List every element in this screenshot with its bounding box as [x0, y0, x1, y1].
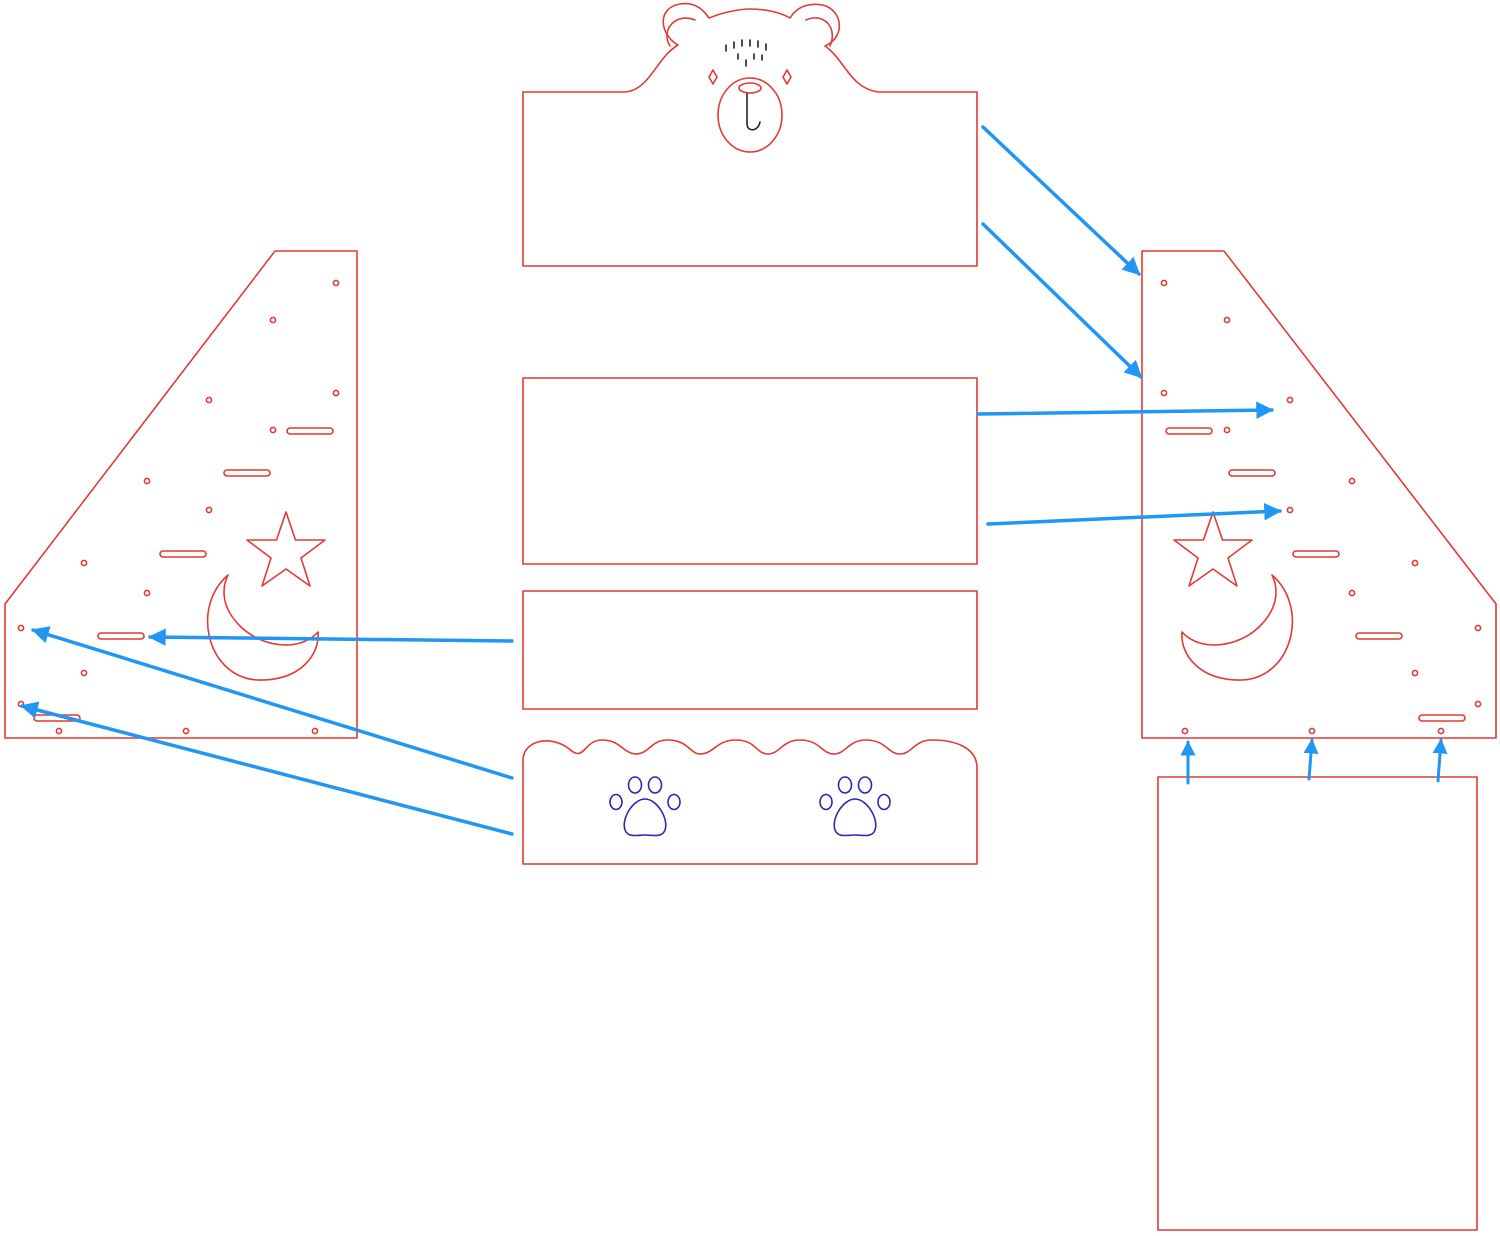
left-panel-slots	[33, 427, 334, 722]
arrow-icon	[986, 502, 1282, 526]
bear-mouth	[746, 93, 761, 131]
bear-muzzle	[717, 77, 783, 153]
bear-right-eye	[782, 69, 792, 85]
bear-nose	[738, 82, 762, 94]
bear-head-back-panel	[522, 2, 978, 267]
left-panel-holes	[17, 279, 340, 735]
bear-forehead-marks	[725, 39, 767, 67]
bear-left-inner-ear	[666, 17, 696, 47]
assembly-arrows	[20, 125, 1448, 836]
scalloped-panel-outline	[522, 739, 978, 865]
arrow-icon	[1303, 738, 1319, 781]
right-panel-outline	[1141, 250, 1497, 739]
arrow-icon	[981, 125, 1141, 276]
middle-shelf-panel	[522, 377, 978, 565]
arrow-icon	[31, 626, 514, 780]
arrow-icon	[981, 222, 1143, 379]
arrow-icon	[20, 701, 514, 836]
bear-panel-outline	[522, 2, 978, 267]
lower-shelf-panel	[522, 590, 978, 710]
star-icon	[246, 511, 326, 587]
scalloped-front-panel	[522, 739, 978, 865]
arrow-icon	[976, 401, 1274, 419]
left-panel-outline	[4, 250, 358, 739]
arrow-icon	[148, 628, 514, 646]
paw-print-icon	[609, 776, 681, 837]
bear-right-inner-ear	[805, 17, 833, 47]
crescent-moon-icon	[1181, 574, 1294, 681]
right-panel-holes	[1160, 279, 1482, 735]
star-icon	[1173, 511, 1253, 587]
bottom-base-panel	[1157, 776, 1478, 1231]
right-side-panel	[1141, 250, 1497, 739]
crescent-moon-icon	[206, 574, 319, 681]
bear-left-eye	[708, 69, 718, 85]
left-side-panel	[4, 250, 358, 739]
paw-print-icon	[819, 776, 891, 837]
bear-face-icon	[725, 39, 767, 131]
right-panel-slots	[1165, 427, 1466, 722]
arrow-icon	[1432, 738, 1448, 783]
